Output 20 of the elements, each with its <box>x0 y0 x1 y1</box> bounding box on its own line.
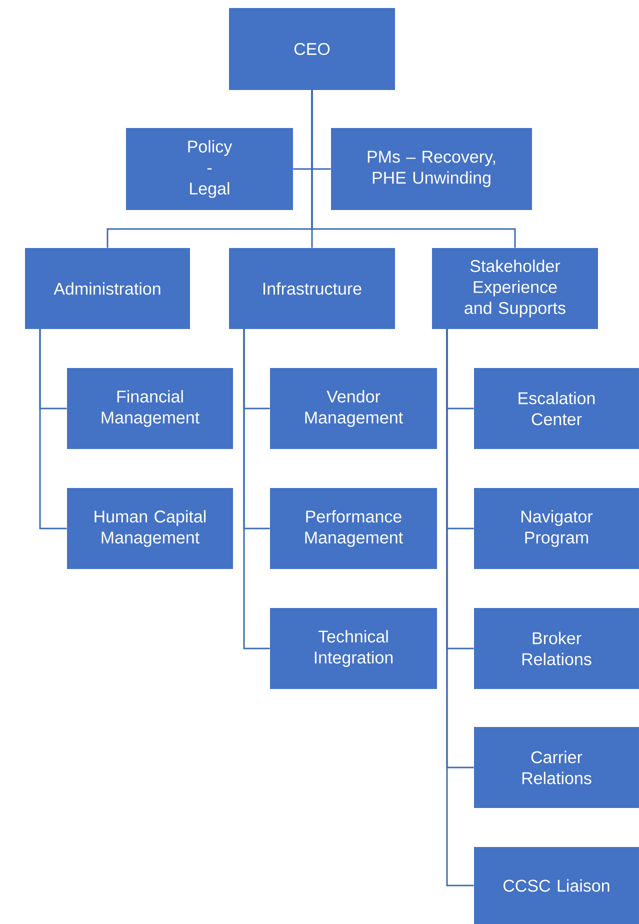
connector-line <box>311 90 516 248</box>
org-box: Carrier Relations <box>474 727 639 808</box>
connector-line <box>446 329 474 886</box>
org-box: Escalation Center <box>474 368 639 449</box>
org-box: Broker Relations <box>474 608 639 689</box>
org-box: Administration <box>25 248 190 329</box>
org-box: Financial Management <box>67 368 233 449</box>
org-box: CEO <box>229 8 395 90</box>
org-box: Technical Integration <box>270 608 437 689</box>
org-box: Policy - Legal <box>126 128 293 210</box>
org-box: Navigator Program <box>474 488 639 569</box>
org-box: Human Capital Management <box>67 488 233 569</box>
org-box: PMs – Recovery, PHE Unwinding <box>331 128 532 210</box>
connector-line <box>243 329 270 650</box>
org-box: Vendor Management <box>270 368 437 449</box>
org-box: Infrastructure <box>229 248 395 329</box>
org-box: Stakeholder Experience and Supports <box>432 248 598 329</box>
org-box: Performance Management <box>270 488 437 569</box>
connector-line <box>39 329 67 530</box>
org-box: CCSC Liaison <box>474 847 639 924</box>
